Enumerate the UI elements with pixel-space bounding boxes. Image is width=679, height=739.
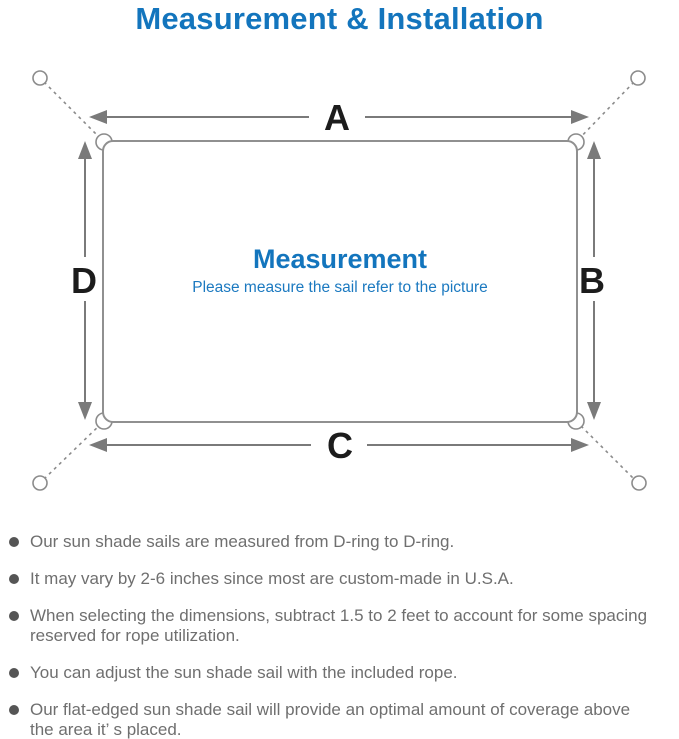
tether-line-bottom-right bbox=[575, 420, 635, 480]
arrowhead-right-icon bbox=[571, 438, 589, 452]
list-item: When selecting the dimensions, subtract … bbox=[9, 606, 675, 646]
dimension-label-b: B bbox=[579, 260, 605, 301]
diagram-center-subtitle: Please measure the sail refer to the pic… bbox=[192, 279, 488, 296]
mount-ring-icon bbox=[631, 475, 647, 491]
dimension-a: A bbox=[89, 97, 589, 138]
bullet-icon bbox=[9, 705, 19, 715]
sail-measurement-diagram: A B C bbox=[0, 40, 679, 512]
page-title: Measurement & Installation bbox=[135, 1, 544, 36]
dimension-label-a: A bbox=[324, 97, 350, 138]
arrowhead-down-icon bbox=[587, 402, 601, 420]
measurement-notes-list: Our sun shade sails are measured from D-… bbox=[0, 532, 679, 739]
bullet-icon bbox=[9, 668, 19, 678]
dimension-c: C bbox=[89, 425, 589, 466]
diagram-center-title: Measurement bbox=[253, 244, 427, 274]
list-item: It may vary by 2-6 inches since most are… bbox=[9, 569, 675, 589]
tether-lines bbox=[43, 81, 635, 480]
arrowhead-up-icon bbox=[587, 141, 601, 159]
diagram-svg: A B C bbox=[32, 70, 647, 491]
note-text: When selecting the dimensions, subtract … bbox=[30, 606, 648, 645]
arrowhead-left-icon bbox=[89, 438, 107, 452]
bullet-icon bbox=[9, 574, 19, 584]
mount-ring-icon bbox=[630, 70, 646, 86]
mount-rings bbox=[32, 70, 647, 491]
dimension-label-c: C bbox=[327, 425, 353, 466]
mount-ring-icon bbox=[32, 70, 48, 86]
note-text: Our sun shade sails are measured from D-… bbox=[30, 532, 455, 551]
mount-ring-icon bbox=[32, 475, 48, 491]
arrowhead-left-icon bbox=[89, 110, 107, 124]
arrowhead-down-icon bbox=[78, 402, 92, 420]
dimension-b: B bbox=[579, 141, 605, 420]
list-item: Our sun shade sails are measured from D-… bbox=[9, 532, 675, 552]
dimension-d: D bbox=[71, 141, 97, 420]
tether-line-top-left bbox=[43, 81, 105, 143]
note-text: It may vary by 2-6 inches since most are… bbox=[30, 569, 514, 588]
list-item: You can adjust the sun shade sail with t… bbox=[9, 663, 675, 683]
note-text: Our flat-edged sun shade sail will provi… bbox=[30, 700, 631, 739]
tether-line-bottom-left bbox=[43, 420, 105, 480]
sail-outline bbox=[102, 140, 578, 423]
bullet-icon bbox=[9, 537, 19, 547]
bullet-icon bbox=[9, 611, 19, 621]
tether-line-top-right bbox=[575, 81, 635, 143]
dimension-label-d: D bbox=[71, 260, 97, 301]
list-item: Our flat-edged sun shade sail will provi… bbox=[9, 700, 675, 739]
arrowhead-up-icon bbox=[78, 141, 92, 159]
note-text: You can adjust the sun shade sail with t… bbox=[30, 663, 458, 682]
arrowhead-right-icon bbox=[571, 110, 589, 124]
